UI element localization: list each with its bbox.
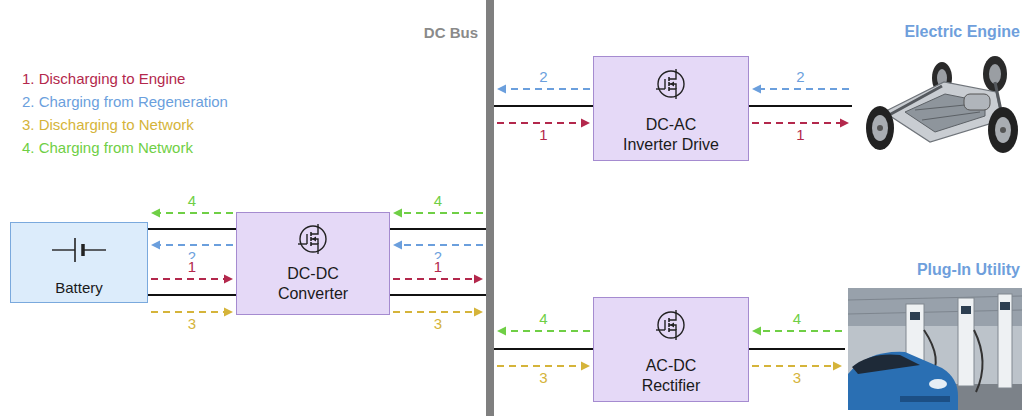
picture-heading: Plug-In Utility [845, 260, 1024, 280]
flow-number: 1 [794, 127, 806, 143]
utility-picture-node: Plug-In Utility [845, 258, 1024, 412]
battery-box: Battery [10, 222, 148, 303]
flow-number: 4 [432, 193, 444, 209]
flow-number: 2 [537, 69, 549, 85]
dc-bus-bar: DC Bus [486, 0, 494, 416]
box-label: Battery [29, 279, 129, 297]
bus-wire [494, 349, 593, 350]
power-flow-arrow [393, 209, 483, 218]
transistor-symbol [656, 69, 684, 99]
converter-box: AC-DC Rectifier [593, 297, 749, 402]
flow-number: 1 [186, 259, 198, 275]
converter-box: DC-DC Converter [236, 212, 390, 315]
flow-number: 4 [791, 311, 803, 327]
engine-picture-node: Electric Engine [852, 20, 1024, 158]
legend: 1. Discharging to Engine2. Charging from… [22, 67, 228, 159]
power-flow-arrow [393, 275, 483, 284]
legend-entry: 4. Charging from Network [22, 136, 228, 159]
converter-box: DC-AC Inverter Drive [593, 56, 749, 161]
charging-station-picture [848, 288, 1022, 410]
bus-wire [749, 349, 845, 350]
flow-number: 3 [186, 316, 198, 332]
car-chassis-picture [866, 56, 1018, 153]
legend-entry: 2. Charging from Regeneration [22, 90, 228, 113]
power-flow-arrow [151, 275, 233, 284]
power-flow-arrow [151, 209, 233, 218]
battery-symbol [52, 238, 106, 262]
flow-number: 1 [537, 127, 549, 143]
transistor-symbol [298, 224, 326, 254]
power-flow-arrow [497, 327, 590, 336]
flow-number: 4 [537, 311, 549, 327]
bus-heading: DC Bus [386, 23, 478, 43]
flow-number: 1 [432, 259, 444, 275]
legend-entry: 3. Discharging to Network [22, 113, 228, 136]
power-flow-arrow [752, 327, 842, 336]
box-label: DC-AC Inverter Drive [621, 115, 721, 155]
flow-number: 3 [432, 316, 444, 332]
legend-entry: 1. Discharging to Engine [22, 67, 228, 90]
transistor-symbol [656, 310, 684, 340]
flow-number: 3 [791, 370, 803, 386]
flow-number: 3 [537, 370, 549, 386]
bus-wire [749, 106, 852, 107]
bus-wire [494, 106, 593, 107]
box-label: AC-DC Rectifier [621, 356, 721, 396]
bus-wire [390, 229, 486, 230]
flow-number: 2 [794, 69, 806, 85]
box-label: DC-DC Converter [263, 264, 363, 304]
bus-wire [148, 229, 236, 230]
picture-heading: Electric Engine [852, 22, 1024, 42]
bus-wire [148, 295, 236, 296]
power-flow-arrow [497, 85, 590, 94]
flow-number: 4 [186, 193, 198, 209]
bus-wire [390, 295, 486, 296]
power-flow-arrow [752, 85, 849, 94]
